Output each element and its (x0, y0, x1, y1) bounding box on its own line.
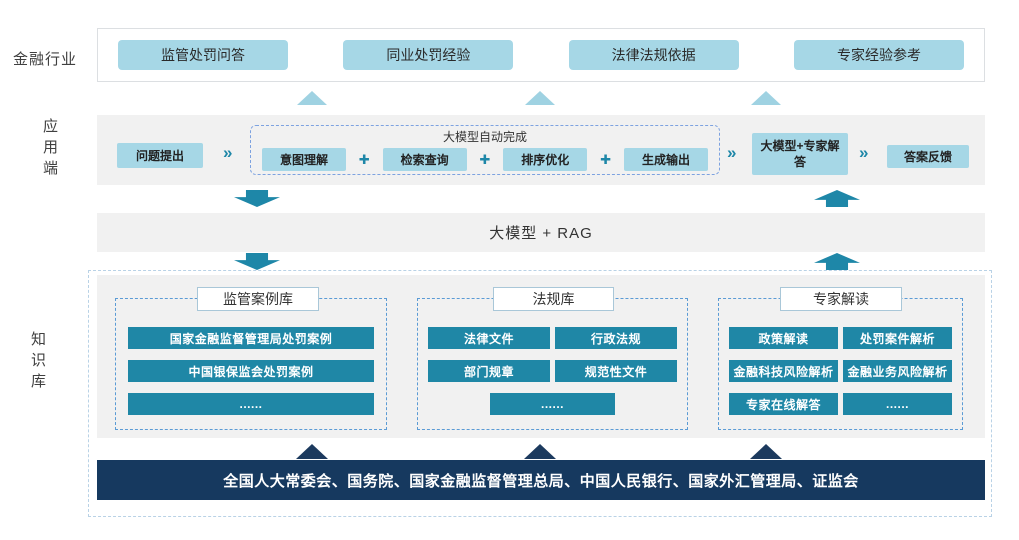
kb-item[interactable]: 部门规章 (428, 360, 550, 382)
kb-item[interactable]: 规范性文件 (555, 360, 677, 382)
scenario-button-legal-basis[interactable]: 法律法规依据 (568, 40, 739, 70)
auto-group-title: 大模型自动完成 (442, 130, 527, 144)
application-side-label: 应用端 (41, 118, 58, 181)
kb-item[interactable]: 国家金融监督管理局处罚案例 (128, 327, 374, 349)
step-generate-output[interactable]: 生成输出 (623, 148, 708, 171)
kb-item-more[interactable]: ...... (490, 393, 615, 415)
kb-item[interactable]: 法律文件 (428, 327, 550, 349)
industry-side-label: 金融行业 (13, 51, 78, 68)
kb-column-expert-interpretation: 政策解读 处罚案件解析 金融科技风险解析 金融业务风险解析 专家在线解答 ...… (718, 298, 963, 430)
knowledge-base-outer-border (88, 270, 992, 517)
kb-item-more[interactable]: ...... (128, 393, 374, 415)
scenario-button-regulatory-qa[interactable]: 监管处罚问答 (118, 40, 288, 70)
plus-icon: ✚ (600, 151, 612, 167)
answer-feedback-button[interactable]: 答案反馈 (887, 145, 969, 168)
kb-column-title-expert-interpretation: 专家解读 (780, 287, 902, 311)
triangle-up-icon (297, 91, 327, 105)
auto-steps-row: 意图理解 ✚ 检索查询 ✚ 排序优化 ✚ 生成输出 (251, 148, 719, 171)
kb-item[interactable]: 中国银保监会处罚案例 (128, 360, 374, 382)
kb-item[interactable]: 政策解读 (729, 327, 838, 349)
triangle-up-icon (296, 444, 328, 459)
scenario-button-peer-penalty[interactable]: 同业处罚经验 (343, 40, 514, 70)
llm-auto-complete-group: 大模型自动完成 意图理解 ✚ 检索查询 ✚ 排序优化 ✚ 生成输出 (250, 125, 720, 175)
kb-item[interactable]: 行政法规 (555, 327, 677, 349)
question-raise-button[interactable]: 问题提出 (117, 143, 203, 168)
kb-column-title-regulations: 法规库 (493, 287, 614, 311)
arrow-up-icon (814, 253, 860, 270)
triangle-up-icon (751, 91, 781, 105)
kb-item[interactable]: 金融科技风险解析 (729, 360, 838, 382)
industry-scenario-container: 监管处罚问答 同业处罚经验 法律法规依据 专家经验参考 (97, 28, 985, 82)
kb-item[interactable]: 金融业务风险解析 (843, 360, 952, 382)
triangle-up-icon (524, 444, 556, 459)
llm-rag-band: 大模型 + RAG (97, 213, 985, 252)
knowledge-base-panel: 监管案例库 法规库 专家解读 国家金融监督管理局处罚案例 中国银保监会处罚案例 … (97, 275, 985, 438)
kb-item-more[interactable]: ...... (843, 393, 952, 415)
kb-item[interactable]: 处罚案件解析 (843, 327, 952, 349)
kb-column-regulations: 法律文件 行政法规 部门规章 规范性文件 ...... (417, 298, 688, 430)
scenario-button-expert-reference[interactable]: 专家经验参考 (793, 40, 964, 70)
chevron-right-icon: » (859, 143, 869, 162)
step-retrieval-query[interactable]: 检索查询 (382, 148, 467, 171)
step-intent-understanding[interactable]: 意图理解 (262, 148, 346, 171)
triangle-up-icon (750, 444, 782, 459)
kb-column-regulatory-cases: 国家金融监督管理局处罚案例 中国银保监会处罚案例 ...... (115, 298, 387, 430)
chevron-right-icon: » (223, 143, 233, 162)
data-source-bar: 全国人大常委会、国务院、国家金融监督管理总局、中国人民银行、国家外汇管理局、证监… (97, 460, 985, 500)
arrow-up-icon (814, 190, 860, 207)
triangle-up-icon (525, 91, 555, 105)
plus-icon: ✚ (479, 151, 491, 167)
kb-column-title-regulatory-cases: 监管案例库 (197, 287, 319, 311)
llm-plus-expert-answer-button[interactable]: 大模型+专家解答 (752, 133, 848, 175)
arrow-down-icon (234, 253, 280, 270)
step-ranking-optimization[interactable]: 排序优化 (503, 148, 588, 171)
arrow-down-icon (234, 190, 280, 207)
chevron-right-icon: » (727, 143, 737, 162)
knowledge-base-side-label: 知识库 (29, 331, 46, 394)
application-flow-band: 问题提出 » 大模型自动完成 意图理解 ✚ 检索查询 ✚ 排序优化 ✚ 生成输出… (97, 115, 985, 185)
kb-item[interactable]: 专家在线解答 (729, 393, 838, 415)
plus-icon: ✚ (358, 151, 370, 167)
